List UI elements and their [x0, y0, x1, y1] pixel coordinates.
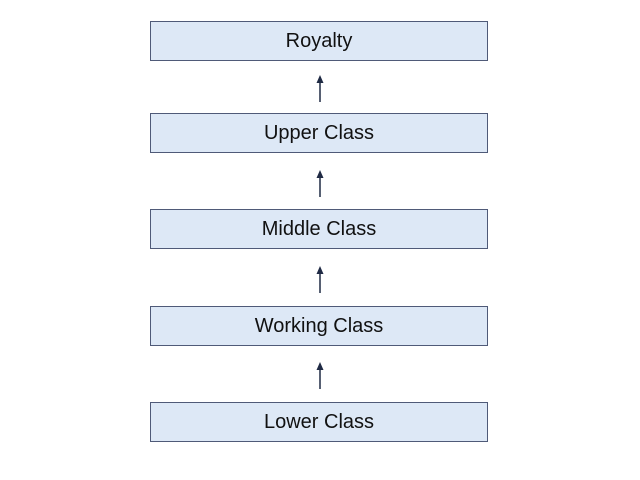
- level-label-middle-class: Middle Class: [261, 217, 377, 240]
- arrow-up-icon: [316, 170, 324, 197]
- level-label-royalty: Royalty: [285, 29, 353, 52]
- arrow-up-icon: [316, 75, 324, 102]
- level-label-lower-class: Lower Class: [263, 410, 375, 433]
- arrow-up-icon: [316, 266, 324, 293]
- level-box-lower-class: Lower Class: [150, 402, 488, 442]
- level-box-working-class: Working Class: [150, 306, 488, 346]
- level-box-upper-class: Upper Class: [150, 113, 488, 153]
- arrow-up-icon: [316, 362, 324, 389]
- level-label-upper-class: Upper Class: [263, 121, 375, 144]
- level-box-royalty: Royalty: [150, 21, 488, 61]
- level-box-middle-class: Middle Class: [150, 209, 488, 249]
- level-label-working-class: Working Class: [254, 314, 384, 337]
